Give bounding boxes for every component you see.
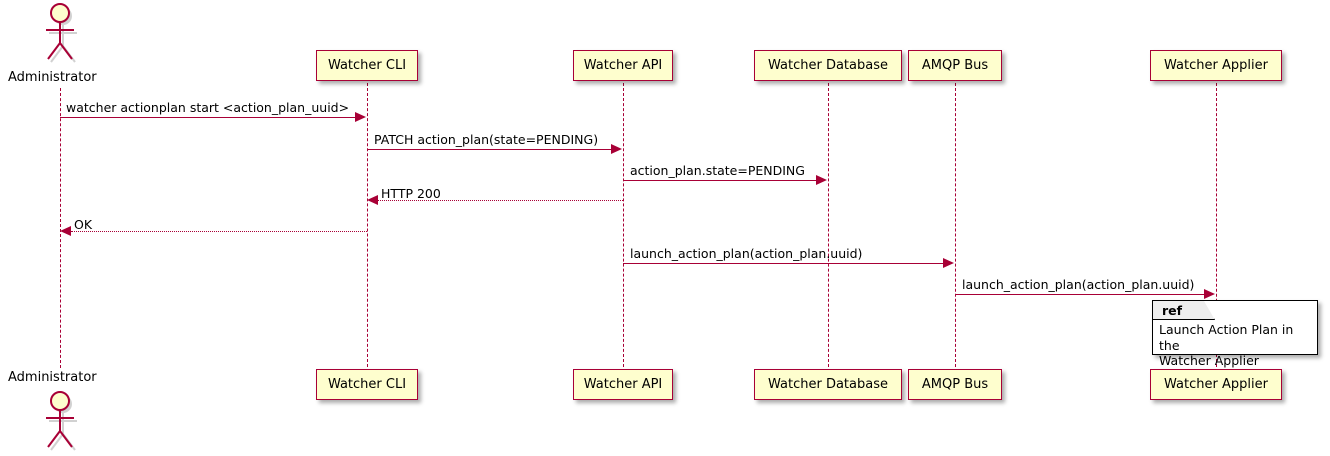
- participant-watcher-cli-top[interactable]: Watcher CLI: [316, 50, 418, 81]
- message-line-4: [378, 200, 623, 201]
- ref-fragment-body-line-2: Watcher Applier: [1159, 353, 1259, 369]
- participant-label-watcher-database-top: Watcher Database: [768, 58, 888, 73]
- message-line-3: [623, 180, 817, 181]
- participant-watcher-applier-bottom[interactable]: Watcher Applier: [1150, 369, 1282, 400]
- participant-watcher-applier-top[interactable]: Watcher Applier: [1150, 50, 1282, 81]
- participant-label-amqp-bus-top: AMQP Bus: [921, 58, 989, 73]
- message-arrowhead-3: [816, 175, 827, 185]
- participant-amqp-bus-bottom[interactable]: AMQP Bus: [908, 369, 1002, 400]
- message-arrowhead-5: [60, 226, 71, 236]
- lifeline-watcher-api: [623, 83, 624, 372]
- participant-label-watcher-api-bottom: Watcher API: [583, 377, 663, 392]
- ref-fragment-tab-label: ref: [1153, 301, 1215, 320]
- message-label-4: HTTP 200: [381, 186, 441, 201]
- participant-watcher-database-bottom[interactable]: Watcher Database: [754, 369, 902, 400]
- lifeline-watcher-cli: [367, 83, 368, 372]
- participant-watcher-api-top[interactable]: Watcher API: [573, 50, 673, 81]
- participant-watcher-database-top[interactable]: Watcher Database: [754, 50, 902, 81]
- participant-label-amqp-bus-bottom: AMQP Bus: [921, 377, 989, 392]
- message-label-7: launch_action_plan(action_plan.uuid): [962, 277, 1195, 292]
- message-arrowhead-6: [943, 258, 954, 268]
- lifeline-amqp-bus: [955, 83, 956, 372]
- message-arrowhead-4: [367, 195, 378, 205]
- message-arrowhead-1: [355, 112, 366, 122]
- actor-administrator-top-icon: [46, 3, 77, 63]
- message-label-2: PATCH action_plan(state=PENDING): [374, 132, 599, 147]
- participant-amqp-bus-top[interactable]: AMQP Bus: [908, 50, 1002, 81]
- actor-label-administrator-top: Administrator: [8, 70, 97, 85]
- message-line-5: [71, 231, 367, 232]
- message-label-5: OK: [74, 217, 93, 232]
- participant-label-watcher-cli-bottom: Watcher CLI: [327, 377, 407, 392]
- lifeline-watcher-applier: [1216, 83, 1217, 372]
- participant-label-watcher-applier-bottom: Watcher Applier: [1164, 377, 1268, 392]
- participant-watcher-api-bottom[interactable]: Watcher API: [573, 369, 673, 400]
- actor-administrator-bottom-icon: [46, 391, 77, 451]
- participant-label-watcher-cli-top: Watcher CLI: [327, 58, 407, 73]
- message-line-6: [623, 263, 944, 264]
- message-arrowhead-7: [1204, 289, 1215, 299]
- participant-label-watcher-api-top: Watcher API: [583, 58, 663, 73]
- message-line-2: [367, 149, 612, 150]
- lifeline-watcher-database: [828, 83, 829, 372]
- ref-fragment-body-line-1: Launch Action Plan in the: [1159, 322, 1294, 353]
- message-line-1: [60, 117, 356, 118]
- actor-label-administrator-bottom: Administrator: [8, 370, 97, 385]
- message-line-7: [955, 294, 1205, 295]
- message-label-6: launch_action_plan(action_plan.uuid): [630, 246, 863, 261]
- message-label-3: action_plan.state=PENDING: [630, 163, 805, 178]
- message-arrowhead-2: [611, 144, 622, 154]
- participant-label-watcher-applier-top: Watcher Applier: [1164, 58, 1268, 73]
- ref-fragment-body: Launch Action Plan in the Watcher Applie…: [1159, 322, 1313, 369]
- participant-label-watcher-database-bottom: Watcher Database: [768, 377, 888, 392]
- participant-watcher-cli-bottom[interactable]: Watcher CLI: [316, 369, 418, 400]
- message-label-1: watcher actionplan start <action_plan_uu…: [66, 100, 350, 115]
- ref-fragment-launch-action-plan[interactable]: ref Launch Action Plan in the Watcher Ap…: [1152, 300, 1318, 368]
